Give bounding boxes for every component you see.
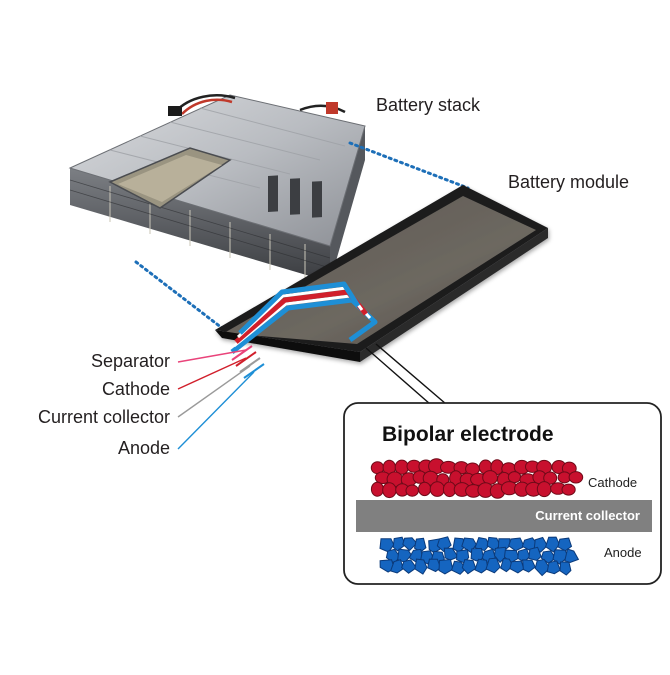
battery-module-label: Battery module	[508, 172, 630, 192]
bipolar-electrode-inset	[343, 402, 662, 585]
anode-particle	[450, 560, 467, 575]
anode-particle	[438, 558, 454, 575]
cathode-particle	[568, 471, 584, 484]
separator-label: Separator	[90, 351, 170, 371]
inset-title: Bipolar electrode	[382, 423, 554, 446]
anode-particles	[379, 536, 580, 577]
anode-label: Anode	[117, 438, 170, 458]
anode-particle	[427, 558, 442, 573]
current-collector-label: Current collector	[37, 407, 170, 427]
current-collector-bar	[356, 500, 652, 532]
inset-current-collector-label: Current collector	[535, 508, 640, 523]
anode-particle	[402, 537, 418, 552]
cathode-particle	[536, 481, 552, 498]
anode-particle	[461, 559, 477, 575]
cathode-particle	[429, 481, 445, 497]
cathode-particle	[382, 482, 397, 499]
anode-particle	[443, 547, 459, 561]
anode-particle	[528, 546, 542, 562]
anode-particle	[508, 537, 525, 552]
anode-particle	[474, 558, 489, 574]
cathode-particles	[370, 458, 584, 499]
anode-particle	[493, 546, 509, 564]
battery-stack-label: Battery stack	[376, 95, 481, 115]
anode-particle	[485, 557, 501, 574]
inset-anode-label: Anode	[604, 545, 642, 560]
electrode-layer-cutaway	[230, 281, 378, 379]
anode-particle	[389, 559, 404, 574]
cathode-particle	[405, 484, 419, 497]
anode-particle	[509, 560, 525, 574]
leader-lines	[177, 343, 447, 450]
inset-cathode-label: Cathode	[588, 475, 638, 490]
anode-particle	[401, 559, 418, 574]
anode-particle	[564, 548, 580, 564]
anode-particle	[557, 537, 573, 552]
anode-particle	[546, 560, 561, 575]
cathode-particle	[418, 481, 432, 497]
dotted-connector-lines	[134, 141, 470, 330]
anode-particle	[414, 558, 428, 575]
anode-particle	[379, 559, 395, 573]
anode-particle	[559, 561, 572, 576]
cathode-particle	[370, 481, 384, 497]
cathode-particle	[561, 483, 576, 496]
cathode-label: Cathode	[101, 379, 170, 399]
anode-particle	[534, 558, 551, 577]
anode-particle	[474, 537, 490, 552]
anode-particle	[522, 559, 536, 573]
battery-stack-photo	[68, 94, 366, 282]
cathode-particle	[507, 471, 522, 484]
anode-particle	[470, 547, 485, 562]
cathode-particle	[543, 471, 558, 485]
